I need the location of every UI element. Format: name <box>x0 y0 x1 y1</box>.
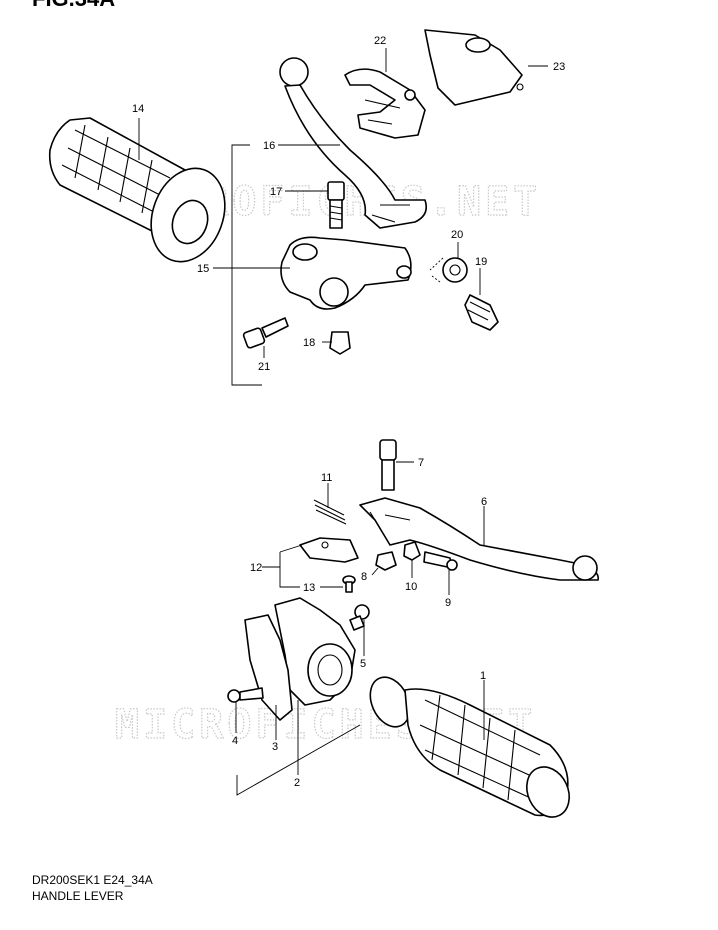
callout-20: 20 <box>451 229 463 241</box>
callout-19: 19 <box>475 256 487 268</box>
footer: DR200SEK1 E24_34A HANDLE LEVER <box>32 872 153 904</box>
callout-3: 3 <box>272 741 278 753</box>
callout-14: 14 <box>132 103 144 115</box>
screw-9 <box>423 551 458 571</box>
nut-10 <box>403 541 421 561</box>
callout-18: 18 <box>303 337 315 349</box>
nut-18 <box>329 331 351 355</box>
callout-6: 6 <box>481 496 487 508</box>
screw-4 <box>227 687 264 703</box>
callout-10: 10 <box>405 581 417 593</box>
diagram-caption: HANDLE LEVER <box>32 889 124 903</box>
clutch-lever <box>279 57 428 229</box>
pivot-bolt-7 <box>379 439 397 491</box>
callout-9: 9 <box>445 597 451 609</box>
spring-11 <box>313 499 347 525</box>
callout-12: 12 <box>250 562 262 574</box>
callout-23: 23 <box>553 61 565 73</box>
grip-right <box>369 676 570 818</box>
callout-13: 13 <box>303 582 315 594</box>
lever-holder-15 <box>280 236 412 310</box>
switch-12 <box>299 537 359 563</box>
callout-8: 8 <box>361 571 367 583</box>
callout-2: 2 <box>294 777 300 789</box>
nut-8 <box>375 551 397 571</box>
callout-17: 17 <box>270 186 282 198</box>
callout-15: 15 <box>197 263 209 275</box>
bolt-21 <box>242 317 289 349</box>
screw-13 <box>342 575 356 593</box>
callout-7: 7 <box>418 457 424 469</box>
figure-title: FIG.34A <box>32 0 115 11</box>
cover-3 <box>244 614 293 721</box>
throttle-holder-2 <box>274 597 356 706</box>
adjuster-19 <box>464 294 499 331</box>
callout-16: 16 <box>263 140 275 152</box>
model-code: DR200SEK1 E24_34A <box>32 873 153 887</box>
callout-21: 21 <box>258 361 270 373</box>
brake-lever-6 <box>359 497 600 581</box>
callout-11: 11 <box>321 472 332 484</box>
bracket-16 <box>231 144 262 386</box>
callout-4: 4 <box>232 735 238 747</box>
callout-1: 1 <box>480 670 486 682</box>
screw-5 <box>349 604 370 631</box>
locknut-20 <box>429 257 468 283</box>
callout-5: 5 <box>360 658 366 670</box>
switch-23 <box>424 29 524 106</box>
callout-22: 22 <box>374 35 386 47</box>
grip-left <box>48 117 226 263</box>
switch-bracket-22 <box>344 68 426 139</box>
pivot-bolt-17 <box>327 181 345 229</box>
